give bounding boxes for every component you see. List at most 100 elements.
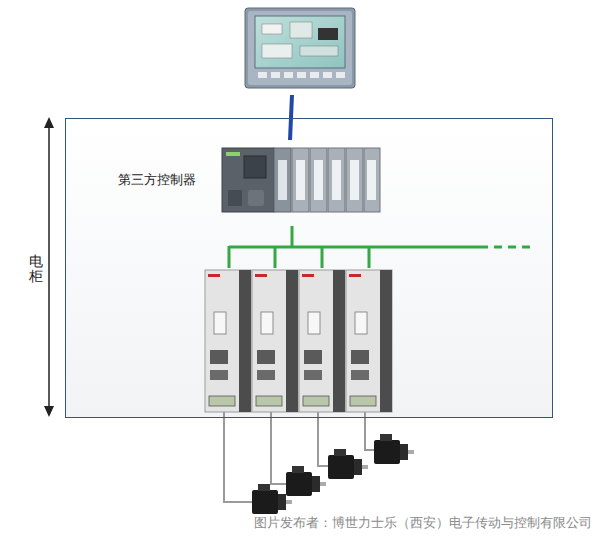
plc-illustration bbox=[278, 160, 287, 200]
hmi-panel bbox=[323, 72, 332, 78]
servo-drive bbox=[302, 274, 314, 277]
servo-drive bbox=[303, 396, 329, 406]
servo-motor bbox=[278, 494, 286, 510]
servo-drive bbox=[209, 396, 235, 406]
plc-illustration bbox=[292, 148, 309, 212]
field-bus bbox=[321, 246, 324, 268]
servo-motor bbox=[408, 450, 414, 454]
motor-cable bbox=[318, 410, 328, 466]
servo-drive bbox=[355, 312, 367, 334]
servo-motor bbox=[286, 500, 292, 504]
servo-drive bbox=[239, 270, 251, 412]
motor-cable bbox=[224, 410, 374, 502]
plc-illustration bbox=[364, 148, 380, 212]
plc-illustration bbox=[332, 160, 341, 200]
hmi-panel bbox=[310, 72, 319, 78]
hmi-panel bbox=[271, 72, 280, 78]
plc-illustration bbox=[328, 148, 345, 212]
servo-motor bbox=[258, 484, 270, 491]
hmi-panel bbox=[245, 8, 355, 88]
field-bus bbox=[229, 246, 488, 249]
hmi-panel bbox=[258, 72, 267, 78]
servo-motor bbox=[400, 444, 408, 460]
plc-illustration bbox=[350, 160, 359, 200]
field-bus bbox=[228, 246, 231, 268]
plc-illustration bbox=[274, 148, 291, 212]
servo-drive bbox=[214, 312, 226, 334]
servo-drive bbox=[299, 270, 345, 412]
plc-illustration bbox=[314, 160, 323, 200]
controller: 第三方控制器 bbox=[222, 148, 380, 212]
servo-drive bbox=[346, 270, 392, 412]
plc-illustration bbox=[244, 156, 266, 178]
plc-illustration bbox=[310, 148, 327, 212]
servo-drive bbox=[349, 274, 361, 277]
servo-motor bbox=[252, 490, 278, 514]
servo-motor bbox=[328, 455, 354, 479]
hmi-panel bbox=[300, 46, 338, 56]
height-arrow bbox=[44, 406, 54, 417]
servo-drive bbox=[308, 312, 320, 334]
servo-motor bbox=[312, 476, 320, 492]
hmi-panel bbox=[318, 28, 338, 40]
servo-motor bbox=[380, 434, 392, 441]
field-bus bbox=[229, 226, 530, 268]
field-bus bbox=[291, 226, 294, 247]
watermark: 图片发布者：博世力士乐（西安）电子传动与控制有限公司 bbox=[254, 514, 592, 532]
servo-drive bbox=[255, 274, 267, 277]
hmi-panel bbox=[284, 72, 293, 78]
height-arrow bbox=[48, 126, 50, 408]
servo-drive bbox=[205, 270, 251, 412]
field-bus bbox=[494, 246, 502, 249]
hmi-panel bbox=[245, 8, 355, 88]
servo-motor bbox=[374, 440, 400, 464]
motor-cable bbox=[365, 410, 374, 450]
height-arrow bbox=[44, 117, 54, 128]
hmi-panel bbox=[262, 24, 282, 34]
servo-motor bbox=[252, 434, 414, 514]
motor-cable bbox=[271, 410, 286, 484]
plc-illustration bbox=[346, 148, 363, 212]
servo-drive bbox=[351, 370, 369, 380]
servo-drive bbox=[333, 270, 345, 412]
servo-drive bbox=[257, 370, 275, 380]
servo-drive bbox=[257, 350, 275, 364]
servo-drive bbox=[210, 370, 228, 380]
field-bus bbox=[274, 246, 277, 268]
motor-cable bbox=[224, 410, 252, 502]
plc-illustration bbox=[222, 148, 380, 212]
servo-drive bbox=[205, 270, 392, 412]
servo-drive bbox=[351, 350, 369, 364]
servo-drive bbox=[208, 274, 220, 277]
hmi-panel bbox=[290, 22, 312, 38]
height-arrow bbox=[44, 117, 54, 417]
field-bus bbox=[522, 246, 530, 249]
cabinet-ground bbox=[66, 119, 552, 417]
plc-illustration bbox=[248, 190, 264, 206]
plc-illustration bbox=[296, 160, 305, 200]
servo-drive bbox=[304, 350, 322, 364]
servo-drive bbox=[256, 396, 282, 406]
node-label: 第三方控制器 bbox=[118, 171, 196, 189]
servo-drive bbox=[252, 270, 298, 412]
servo-motor bbox=[286, 472, 312, 496]
servo-drive bbox=[380, 270, 392, 412]
servo-drive bbox=[350, 396, 376, 406]
servo-motor bbox=[292, 466, 304, 473]
servo-motor bbox=[320, 482, 326, 486]
plc-illustration bbox=[367, 160, 376, 200]
servo-motor bbox=[354, 459, 362, 475]
plc-illustration bbox=[228, 190, 242, 206]
hmi-panel bbox=[297, 72, 306, 78]
servo-motor bbox=[334, 449, 346, 456]
field-bus bbox=[508, 246, 516, 249]
hmi-panel bbox=[336, 72, 345, 78]
hmi-panel bbox=[255, 16, 345, 68]
servo-motor bbox=[362, 465, 368, 469]
hmi-panel bbox=[262, 44, 292, 58]
hmi-panel bbox=[248, 11, 352, 85]
servo-drive bbox=[210, 350, 228, 364]
servo-drive bbox=[261, 312, 273, 334]
cabinet-frame: 电柜第三方控制器 bbox=[65, 118, 553, 418]
